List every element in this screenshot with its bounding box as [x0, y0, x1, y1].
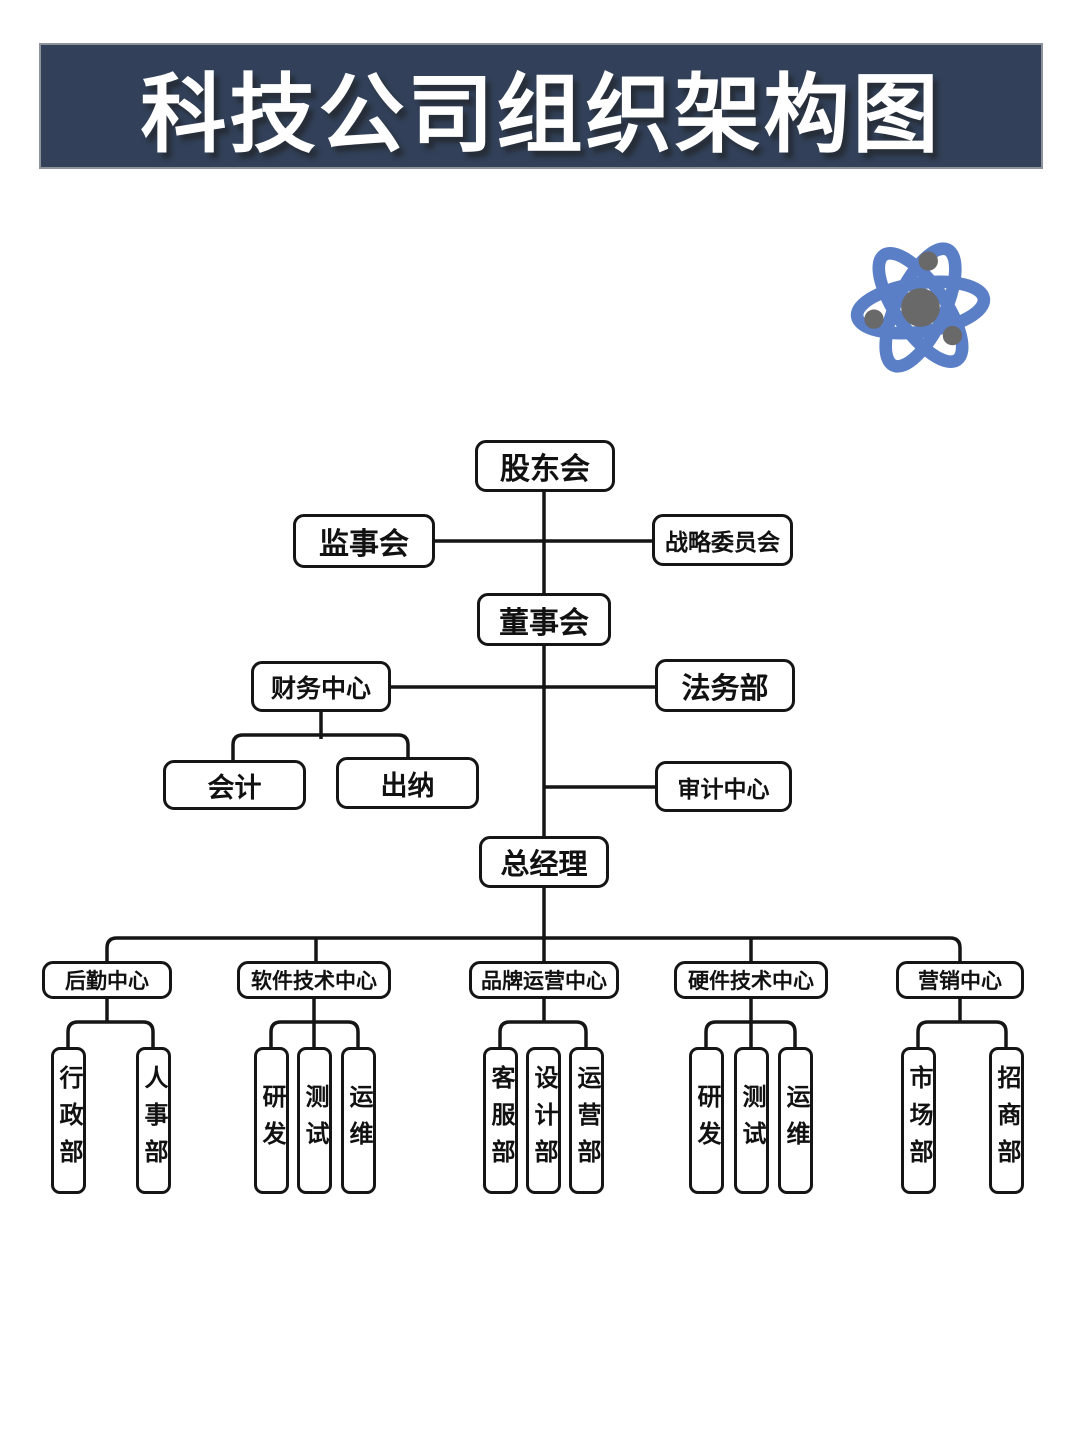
node-software-rd: 研发: [254, 1047, 289, 1194]
node-merchants-dept: 招商部: [989, 1047, 1024, 1194]
node-brand-operation-center: 品牌运营中心: [469, 961, 619, 999]
node-finance-center: 财务中心: [251, 661, 391, 712]
node-hardware-testing: 测试: [734, 1047, 769, 1194]
node-hardware-rd: 研发: [689, 1047, 724, 1194]
node-board-of-directors: 董事会: [477, 593, 611, 646]
node-design-dept: 设计部: [526, 1047, 561, 1194]
node-customer-service-dept: 客服部: [483, 1047, 518, 1194]
atom-icon: [850, 242, 991, 373]
node-supervisory-board: 监事会: [293, 514, 435, 568]
node-cashier: 出纳: [336, 757, 479, 809]
node-strategy-committee: 战略委员会: [652, 514, 793, 566]
node-software-tech-center: 软件技术中心: [237, 961, 391, 999]
node-market-dept: 市场部: [901, 1047, 936, 1194]
node-logistics-center: 后勤中心: [42, 961, 172, 999]
node-operation-dept: 运营部: [569, 1047, 604, 1194]
node-general-manager: 总经理: [479, 836, 609, 888]
node-admin-dept: 行政部: [51, 1047, 86, 1194]
node-accounting: 会计: [163, 760, 306, 810]
node-hardware-ops: 运维: [778, 1047, 813, 1194]
node-marketing-center: 营销中心: [896, 961, 1024, 999]
title-banner: 科技公司组织架构图: [39, 43, 1043, 169]
node-software-ops: 运维: [341, 1047, 376, 1194]
node-shareholders: 股东会: [475, 440, 615, 492]
node-hr-dept: 人事部: [136, 1047, 171, 1194]
page-title: 科技公司组织架构图: [140, 66, 942, 163]
node-hardware-tech-center: 硬件技术中心: [674, 961, 828, 999]
node-legal-dept: 法务部: [655, 659, 795, 712]
node-audit-center: 审计中心: [655, 761, 792, 812]
node-software-testing: 测试: [297, 1047, 332, 1194]
